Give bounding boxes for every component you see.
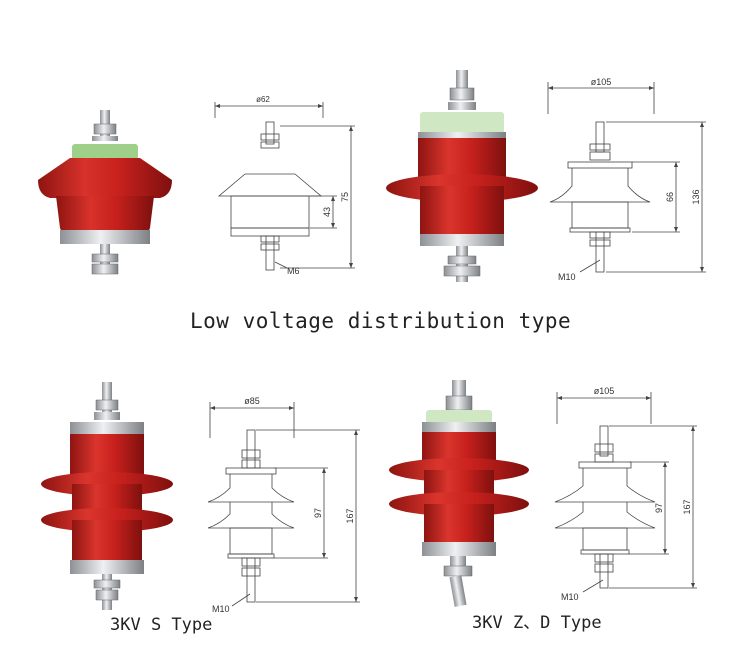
arrester-photo-3kv-zd-type — [389, 380, 529, 607]
caption-3kv-zd-type: 3KV Z、D Type — [472, 613, 602, 633]
caption-3kv-s-type: 3KV S Type — [110, 615, 213, 635]
dim-total-height-label: 136 — [691, 189, 701, 204]
arrester-photo-3kv-s-type — [41, 382, 173, 610]
technical-drawing-3kv-s-type: ø85 97 167 M10 — [207, 396, 360, 614]
arrester-photo-low-voltage-small — [38, 110, 172, 275]
dim-inner-height-label: 97 — [313, 508, 323, 518]
dim-inner-height-label: 97 — [654, 503, 664, 513]
dim-diameter-label: ø105 — [591, 77, 612, 87]
dim-inner-height-label: 66 — [665, 192, 675, 202]
dim-inner-height-label: 43 — [322, 207, 332, 217]
dim-total-height-label: 167 — [682, 499, 692, 514]
dim-diameter-label: ø105 — [594, 386, 615, 396]
dim-diameter-label: ø85 — [244, 396, 260, 406]
caption-low-voltage-distribution: Low voltage distribution type — [190, 309, 572, 333]
thread-label: M10 — [558, 272, 576, 282]
dim-total-height-label: 75 — [340, 192, 350, 202]
thread-label: M6 — [287, 266, 300, 276]
thread-label: M10 — [561, 592, 579, 602]
dim-diameter-label: ø62 — [256, 95, 270, 104]
technical-drawing-3kv-zd-type: ø105 97 167 M10 — [554, 386, 697, 602]
technical-drawing-low-voltage-small: ø62 43 75 M6 — [214, 95, 355, 276]
arrester-photo-distribution — [386, 70, 538, 282]
thread-label: M10 — [212, 604, 230, 614]
technical-drawing-distribution: ø105 66 136 M10 — [547, 77, 706, 282]
dim-total-height-label: 167 — [345, 508, 355, 523]
